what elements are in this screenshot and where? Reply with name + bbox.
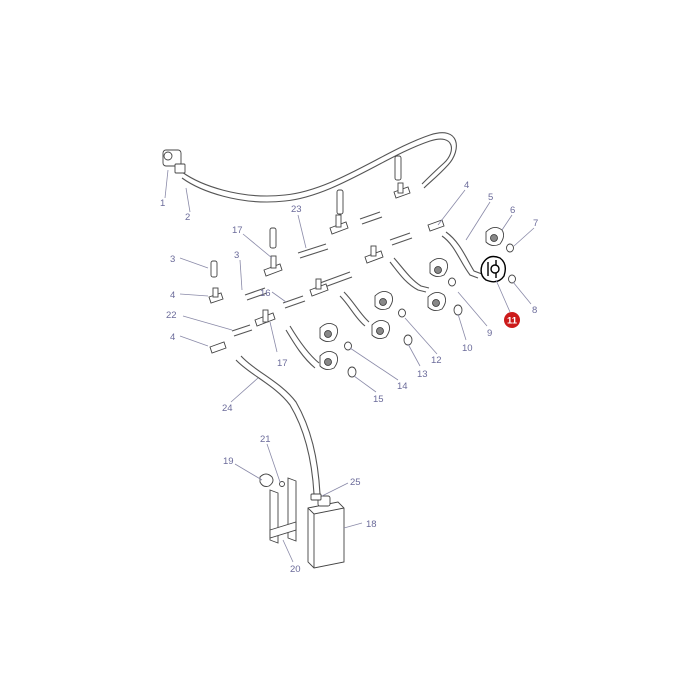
hose-upper-line — [231, 211, 413, 337]
callout-11: 11 — [507, 316, 518, 327]
callout-24: 24 — [222, 403, 233, 414]
callout-17a: 17 — [232, 225, 243, 236]
highlighted-part-11[interactable] — [480, 255, 507, 283]
connector-25 — [310, 493, 322, 501]
hose-top-long — [181, 132, 457, 203]
callout-23: 23 — [291, 204, 302, 215]
callout-15: 15 — [373, 394, 384, 405]
callout-5: 5 — [488, 192, 493, 203]
callout-7: 7 — [533, 218, 538, 229]
callout-17b: 17 — [277, 358, 288, 369]
callout-12: 12 — [431, 355, 442, 366]
nozzle-assembly-upper — [427, 258, 463, 316]
reservoir-18 — [307, 495, 345, 569]
callout-4c: 4 — [464, 180, 469, 191]
callout-9: 9 — [487, 328, 492, 339]
hose-main-down — [235, 355, 321, 495]
callout-10: 10 — [462, 343, 473, 354]
clip-19 — [259, 473, 285, 487]
tube-stubs — [210, 155, 402, 278]
tee-connectors — [208, 182, 445, 354]
hose-loops — [285, 231, 483, 369]
elbow-fitting-1 — [162, 149, 186, 174]
leader-lines — [164, 169, 535, 563]
callout-11-highlighted[interactable]: 11 — [504, 312, 520, 328]
callout-20: 20 — [290, 564, 301, 575]
callout-14: 14 — [397, 381, 408, 392]
callout-4b: 4 — [170, 332, 175, 343]
callout-3b: 3 — [234, 250, 239, 261]
callout-2: 2 — [185, 212, 190, 223]
callout-6: 6 — [510, 205, 515, 216]
callout-16: 16 — [260, 288, 271, 299]
callout-18: 18 — [366, 519, 377, 530]
callout-4a: 4 — [170, 290, 175, 301]
nozzle-assembly-middle — [371, 291, 413, 346]
bracket-20 — [269, 477, 297, 544]
callout-22: 22 — [166, 310, 177, 321]
callout-3a: 3 — [170, 254, 175, 265]
callout-8: 8 — [532, 305, 537, 316]
nozzle-assembly-right — [485, 227, 516, 284]
callout-1: 1 — [160, 198, 165, 209]
nozzle-assembly-lower — [319, 323, 357, 378]
callout-25: 25 — [350, 477, 361, 488]
callout-13: 13 — [417, 369, 428, 380]
callout-21: 21 — [260, 434, 271, 445]
callout-labels: 1 2 3 3 4 4 4 5 6 7 8 9 10 12 13 14 15 1… — [160, 180, 538, 575]
callout-19: 19 — [223, 456, 234, 467]
